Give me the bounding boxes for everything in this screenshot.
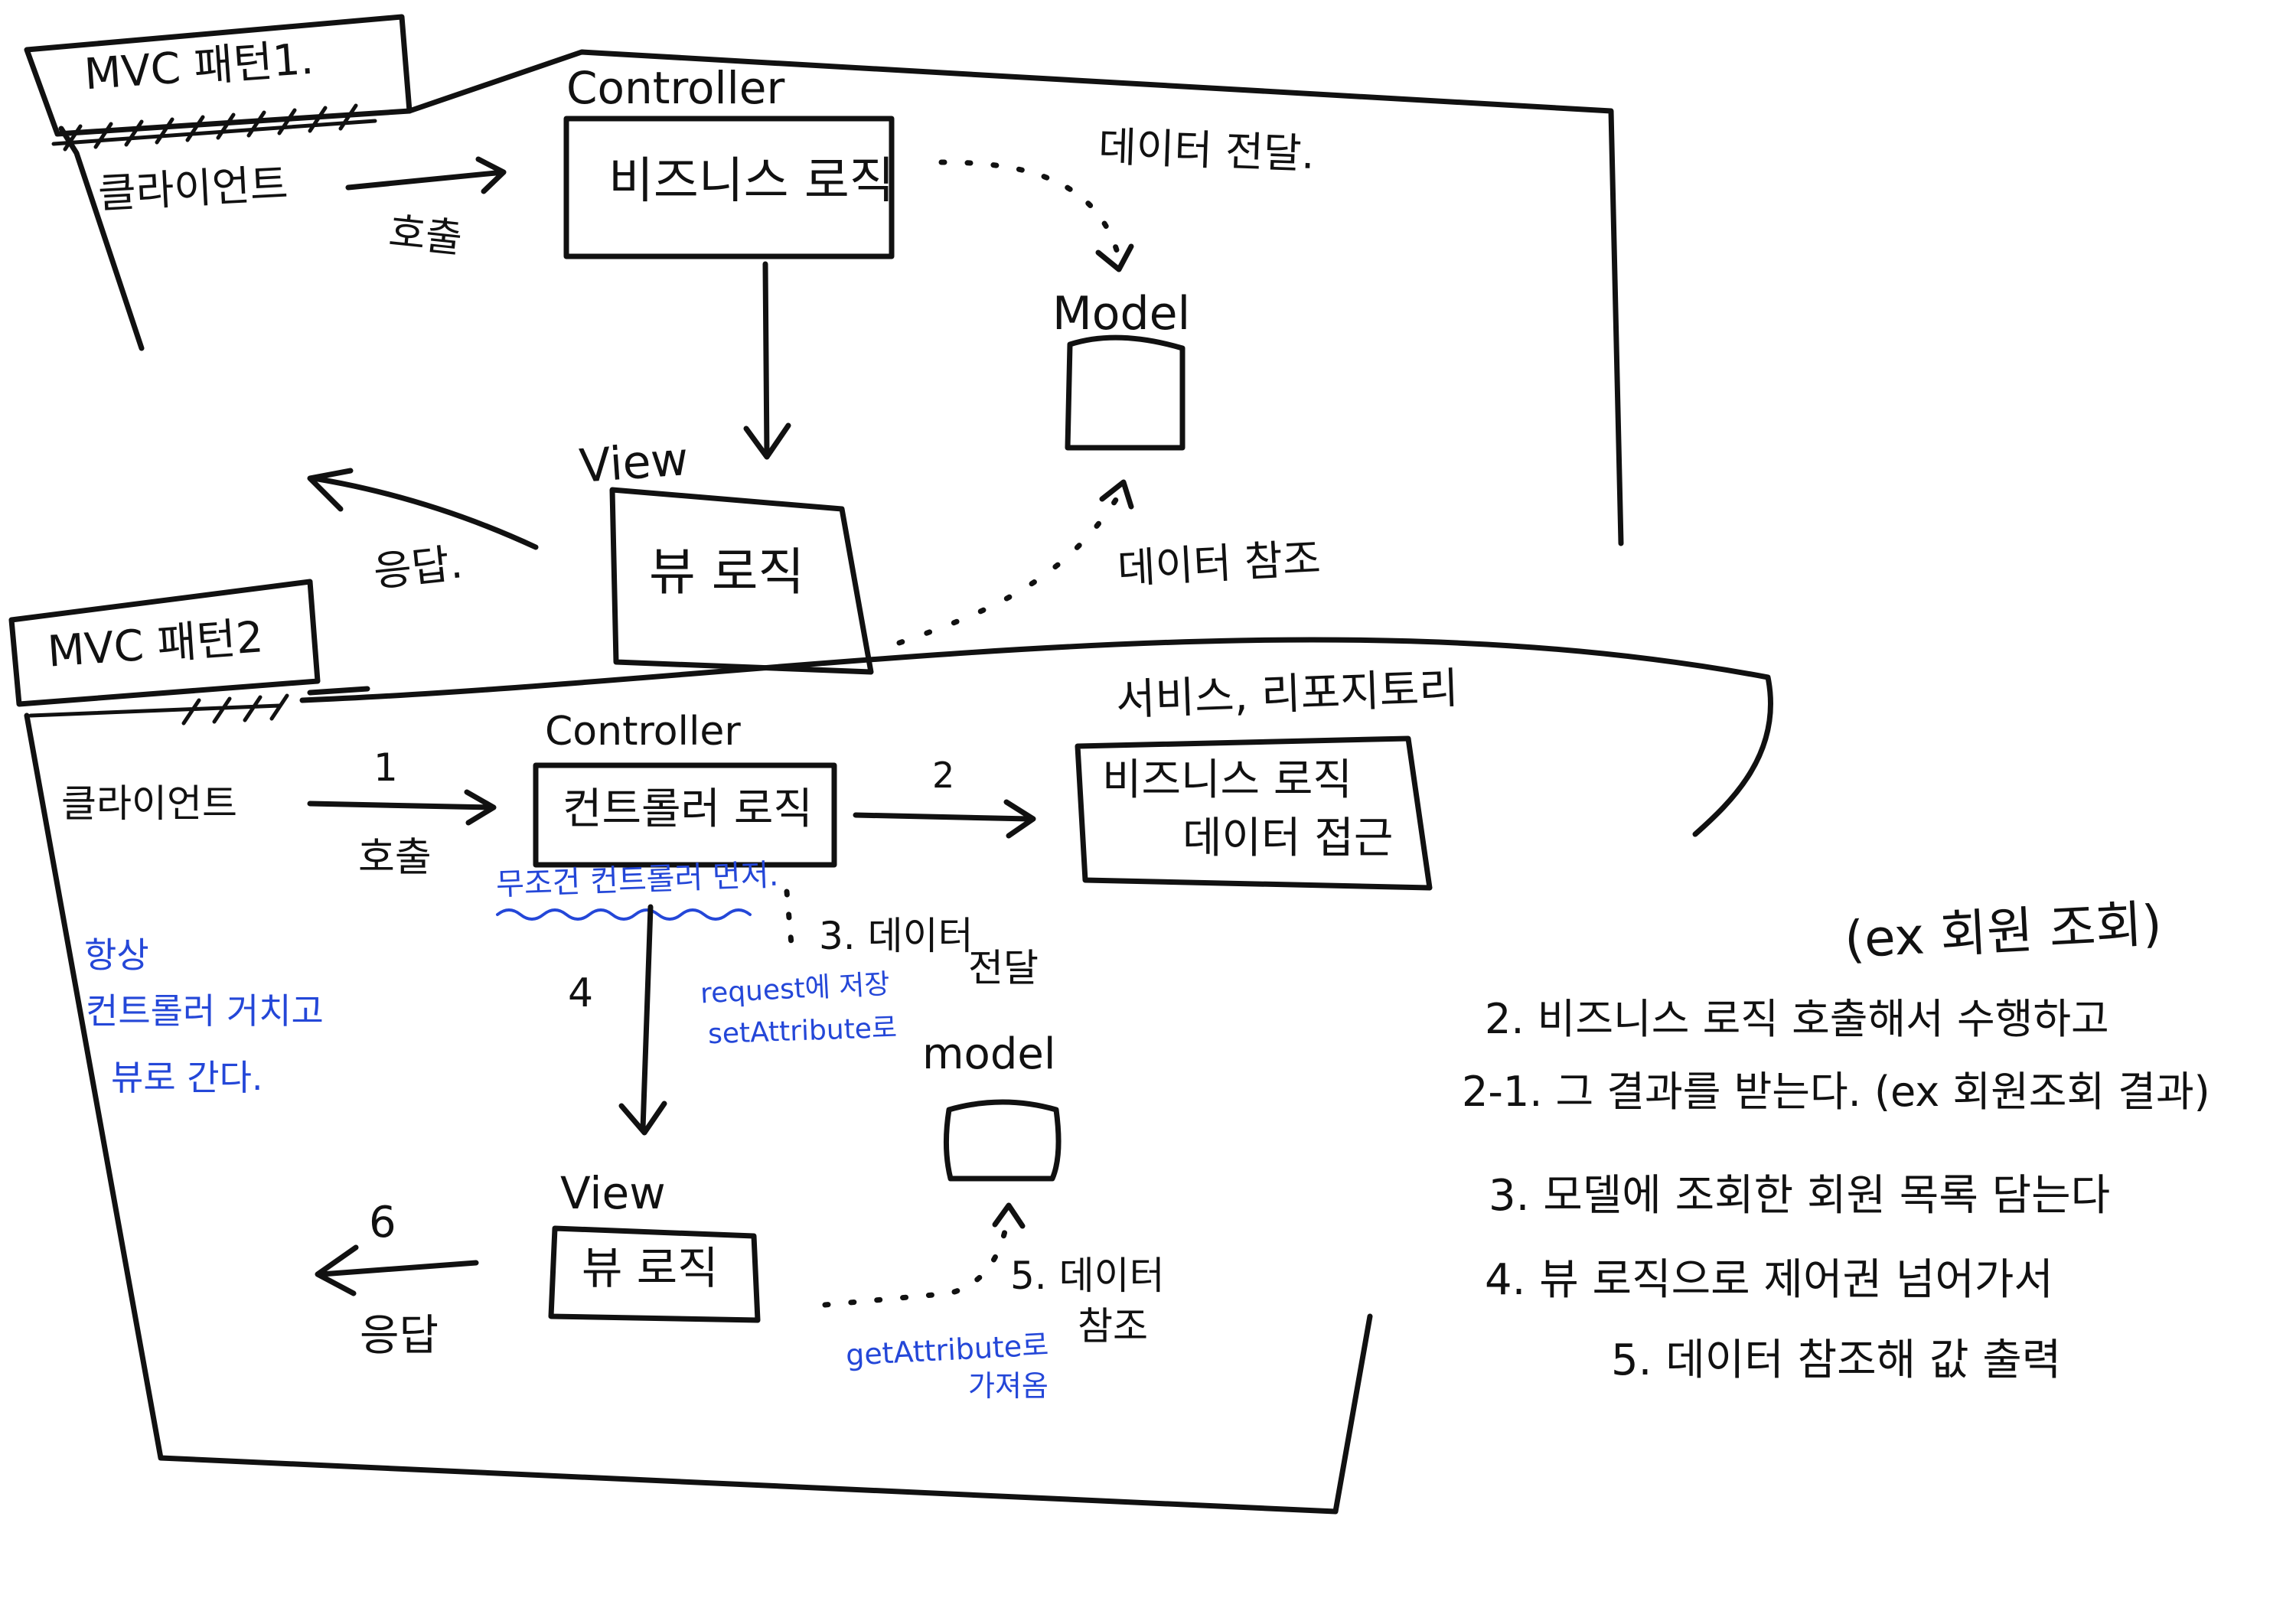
pattern2-ref-data-arrowhead — [992, 1202, 1026, 1229]
pattern2-frame — [24, 637, 1774, 1515]
pattern1-pass-data-arrowhead — [1095, 243, 1134, 272]
notes-line-3: 3. 모델에 조회한 회원 목록 담는다 — [1489, 1171, 2111, 1221]
pattern2-request-note-line2: setAttribute로 — [707, 1012, 898, 1051]
pattern2-call-arrow — [307, 789, 497, 826]
pattern2-controller-box — [533, 762, 837, 868]
pattern1-pass-data-label: 데이터 전달. — [1097, 122, 1316, 178]
pattern2-step3-label: 3. 데이터 — [819, 914, 974, 958]
pattern1-pass-data-arrow — [938, 159, 1120, 256]
pattern1-response-arrow — [307, 468, 539, 550]
pattern1-controller-view-arrow — [743, 261, 791, 460]
pattern1-controller-label: Controller — [566, 62, 785, 114]
pattern2-wavy-underline — [496, 908, 752, 921]
pattern1-call-label: 호출 — [386, 209, 465, 263]
pattern1-view-box — [609, 487, 874, 675]
pattern2-response-label: 응답 — [360, 1311, 439, 1361]
pattern2-step3-label-b: 전달 — [968, 946, 1039, 990]
pattern2-view-box — [548, 1225, 761, 1323]
pattern1-tab — [24, 14, 413, 351]
pattern1-call-arrow — [345, 156, 507, 194]
pattern2-tab-hatch — [28, 693, 289, 726]
pattern2-service-box — [1075, 735, 1433, 891]
pattern1-tab-hatch — [51, 103, 377, 152]
pattern1-frame — [406, 49, 1624, 546]
pattern2-controller-box-text: 컨트롤러 로직 — [563, 784, 813, 834]
notes-line-5: 5. 데이터 참조해 값 출력 — [1611, 1335, 2062, 1385]
pattern2-client-label: 클라이언트 — [61, 781, 237, 826]
pattern2-always-note-line1: 항상 — [84, 934, 149, 976]
pattern2-model-label: model — [922, 1029, 1056, 1079]
pattern2-step5-label: 5. 데이터 — [1010, 1254, 1165, 1298]
pattern1-ref-data-label: 데이터 참조 — [1116, 534, 1322, 593]
pattern1-client-label: 클라이언트 — [96, 159, 289, 218]
pattern1-controller-box-text: 비즈니스 로직 — [608, 153, 895, 210]
pattern2-call-label: 호출 — [358, 835, 432, 881]
pattern2-service-arrow — [853, 799, 1036, 839]
pattern2-pass-data-line — [784, 889, 795, 956]
pattern2-view-arrow — [618, 904, 667, 1136]
pattern2-model-box — [943, 1099, 1062, 1182]
pattern1-model-box — [1065, 334, 1186, 451]
pattern2-step2-label: 2 — [932, 755, 955, 796]
pattern2-tab — [8, 579, 370, 707]
notes-line-4: 4. 뷰 로직으로 제어권 넘어가서 — [1485, 1255, 2053, 1305]
pattern1-ref-data-arrowhead — [1099, 479, 1134, 510]
pattern2-step4-label: 4 — [568, 970, 594, 1016]
pattern1-view-box-text: 뷰 로직 — [649, 543, 805, 602]
pattern2-response-arrow — [315, 1244, 479, 1296]
pattern2-service-label: 서비스, 리포지토리 — [1114, 664, 1459, 726]
pattern2-always-note-line3: 뷰로 간다. — [111, 1057, 263, 1098]
pattern1-controller-box — [563, 116, 895, 259]
pattern2-step6-label: 6 — [369, 1198, 396, 1247]
pattern2-service-box-line2: 데이터 접근 — [1182, 814, 1394, 863]
pattern2-get-note-line2: 가져옴 — [968, 1369, 1049, 1403]
pattern1-ref-data-arrow — [896, 494, 1120, 646]
pattern2-ref-data-arrow — [822, 1221, 1009, 1308]
notes-line-1: 2. 비즈니스 로직 호출해서 수행하고 — [1485, 995, 2109, 1043]
pattern2-step5-label-b: 참조 — [1078, 1304, 1148, 1348]
pattern2-view-label: View — [560, 1167, 666, 1219]
pattern2-service-box-line1: 비즈니스 로직 — [1102, 755, 1352, 805]
pattern2-step1-label: 1 — [373, 745, 398, 790]
pattern1-view-label: View — [577, 432, 690, 494]
pattern1-response-label: 응답. — [370, 539, 465, 596]
pattern1-model-label: Model — [1052, 287, 1191, 341]
pattern2-controller-label: Controller — [545, 709, 741, 755]
notes-line-2: 2-1. 그 결과를 받는다. (ex 회원조회 결과) — [1462, 1068, 2210, 1116]
pattern2-view-box-text: 뷰 로직 — [582, 1242, 719, 1294]
pattern2-always-note-line2: 컨트롤러 거치고 — [86, 990, 324, 1032]
